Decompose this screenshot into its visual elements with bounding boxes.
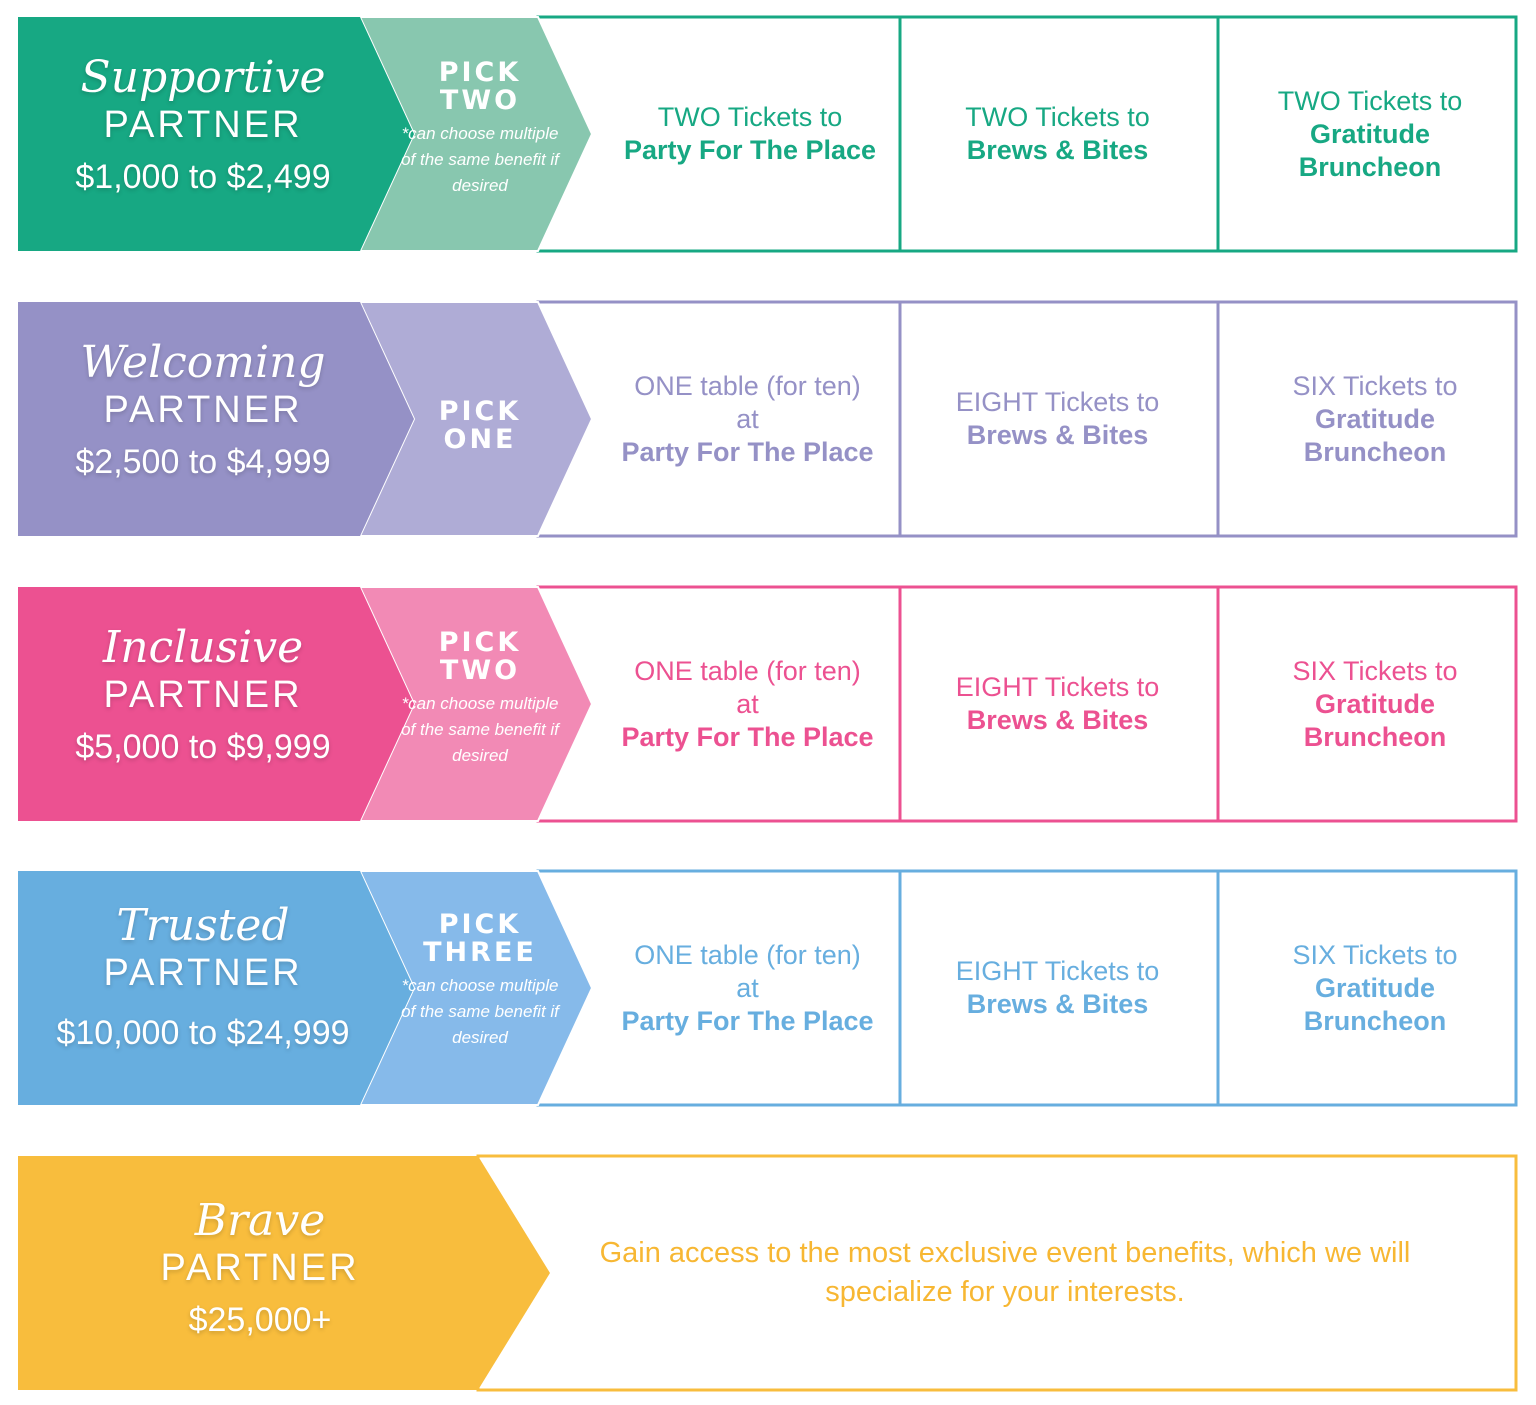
benefit-text: TWO Tickets to <box>657 102 843 132</box>
pick-block: PICK TWO *can choose multiple of the sam… <box>400 59 560 199</box>
benefit-event: Party For The Place <box>621 721 874 752</box>
benefit-text: ONE table (for ten) at <box>634 370 861 434</box>
tier-background <box>18 300 1518 538</box>
pick-note: *can choose multiple of the same benefit… <box>401 694 559 765</box>
benefit-bruncheon: SIX Tickets to Gratitude Bruncheon <box>1255 871 1495 1105</box>
benefit-party: TWO Tickets to Party For The Place <box>600 17 900 251</box>
tier-inclusive: Inclusive PARTNER $5,000 to $9,999 PICK … <box>0 585 1536 825</box>
tier-name-block: Supportive PARTNER $1,000 to $2,499 <box>18 53 388 197</box>
benefit-text: SIX Tickets to <box>1292 370 1458 401</box>
benefit-bruncheon: SIX Tickets to Gratitude Bruncheon <box>1255 302 1495 536</box>
benefit-event: Party For The Place <box>621 436 874 467</box>
tier-background <box>18 15 1518 253</box>
tier-name-block: Brave PARTNER $25,000+ <box>60 1196 460 1340</box>
benefit-event: Brews & Bites <box>966 135 1149 165</box>
pick-label: PICK <box>438 909 522 940</box>
benefit-text: SIX Tickets to <box>1292 939 1458 970</box>
tier-partner-label: PARTNER <box>103 104 303 146</box>
benefit-party: ONE table (for ten) at Party For The Pla… <box>620 587 875 821</box>
benefit-bruncheon: TWO Tickets to Gratitude Bruncheon <box>1245 17 1495 251</box>
tier-background <box>18 1154 1518 1392</box>
benefit-event: Gratitude Bruncheon <box>1298 118 1442 182</box>
tier-name-block: Trusted PARTNER $10,000 to $24,999 <box>18 901 388 1053</box>
pick-note: *can choose multiple of the same benefit… <box>401 976 559 1047</box>
tier-trusted: Trusted PARTNER $10,000 to $24,999 PICK … <box>0 869 1536 1109</box>
tier-background <box>18 869 1518 1107</box>
benefit-brews: EIGHT Tickets to Brews & Bites <box>930 871 1185 1105</box>
benefit-bruncheon: SIX Tickets to Gratitude Bruncheon <box>1255 587 1495 821</box>
tier-price-range: $1,000 to $2,499 <box>75 158 331 196</box>
benefit-text: ONE table (for ten) at <box>634 939 861 1003</box>
benefit-event: Gratitude Bruncheon <box>1303 403 1447 467</box>
benefit-event: Brews & Bites <box>966 705 1149 735</box>
benefit-brews: EIGHT Tickets to Brews & Bites <box>930 302 1185 536</box>
tier-partner-label: PARTNER <box>160 1247 360 1289</box>
pick-block: PICK ONE <box>400 398 560 454</box>
pick-note: *can choose multiple of the same benefit… <box>401 124 559 195</box>
tier-welcoming: Welcoming PARTNER $2,500 to $4,999 PICK … <box>0 300 1536 540</box>
benefit-event: Party For The Place <box>621 1005 874 1036</box>
pick-block: PICK THREE *can choose multiple of the s… <box>395 911 565 1051</box>
tier-partner-label: PARTNER <box>103 389 303 431</box>
benefit-text: SIX Tickets to <box>1292 655 1458 686</box>
benefit-text: EIGHT Tickets to <box>955 672 1160 702</box>
pick-block: PICK TWO *can choose multiple of the sam… <box>400 629 560 769</box>
benefit-text: EIGHT Tickets to <box>955 387 1160 417</box>
tier-partner-label: PARTNER <box>103 952 303 994</box>
tier-price-range: $25,000+ <box>188 1301 332 1339</box>
tier-name: Brave <box>194 1195 326 1246</box>
benefit-party: ONE table (for ten) at Party For The Pla… <box>620 302 875 536</box>
benefit-text: TWO Tickets to <box>965 102 1150 132</box>
benefit-party: ONE table (for ten) at Party For The Pla… <box>620 871 875 1105</box>
benefit-text: EIGHT Tickets to <box>955 956 1160 986</box>
pick-count: ONE <box>443 424 517 455</box>
pick-count: TWO <box>439 655 521 686</box>
benefit-event: Gratitude Bruncheon <box>1303 972 1447 1036</box>
tier-name-block: Inclusive PARTNER $5,000 to $9,999 <box>18 623 388 767</box>
benefit-brews: TWO Tickets to Brews & Bites <box>930 17 1185 251</box>
tier-name: Supportive <box>80 52 326 103</box>
tier-price-range: $2,500 to $4,999 <box>75 443 331 481</box>
benefit-event: Gratitude Bruncheon <box>1303 688 1447 752</box>
tier-partner-label: PARTNER <box>103 674 303 716</box>
pick-label: PICK <box>438 396 522 427</box>
benefit-event: Brews & Bites <box>966 989 1149 1019</box>
benefit-event: Party For The Place <box>623 135 877 165</box>
tier-supportive: Supportive PARTNER $1,000 to $2,499 PICK… <box>0 15 1536 255</box>
pick-label: PICK <box>438 627 522 658</box>
benefit-event: Brews & Bites <box>966 420 1149 450</box>
benefit-text: TWO Tickets to <box>1277 85 1463 116</box>
pick-count: THREE <box>423 937 537 968</box>
tier-brave: Brave PARTNER $25,000+ Gain access to th… <box>0 1154 1536 1394</box>
benefit-text: ONE table (for ten) at <box>634 655 861 719</box>
tier-price-range: $5,000 to $9,999 <box>75 728 331 766</box>
tier-name-block: Welcoming PARTNER $2,500 to $4,999 <box>18 338 388 482</box>
tier-name: Inclusive <box>102 622 304 673</box>
pick-count: TWO <box>439 85 521 116</box>
benefit-brews: EIGHT Tickets to Brews & Bites <box>930 587 1185 821</box>
pick-label: PICK <box>438 57 522 88</box>
tier-name: Welcoming <box>80 337 326 388</box>
tier-price-range: $10,000 to $24,999 <box>56 1014 350 1052</box>
tier-background <box>18 585 1518 823</box>
tier-name: Trusted <box>116 900 290 951</box>
brave-benefit-text: Gain access to the most exclusive event … <box>599 1237 1411 1308</box>
